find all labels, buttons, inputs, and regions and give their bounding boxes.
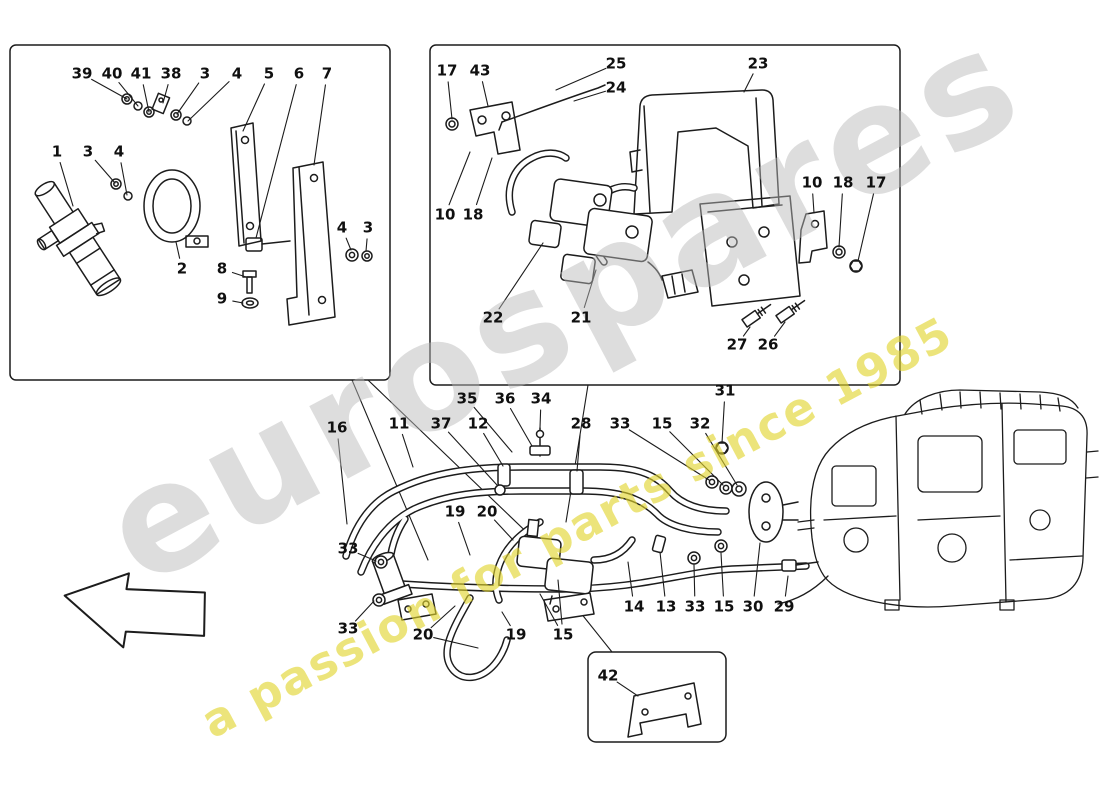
pump-fasteners bbox=[110, 92, 373, 262]
leader-line-15 bbox=[669, 431, 724, 486]
leader-line-34 bbox=[539, 409, 542, 429]
leader-line-3 bbox=[176, 82, 200, 115]
leader-line-19 bbox=[501, 611, 511, 627]
solenoid-valve-assembly bbox=[445, 84, 863, 328]
leader-line-17 bbox=[447, 81, 453, 120]
leader-line-30 bbox=[753, 542, 761, 597]
bracket-42-panel bbox=[587, 651, 727, 743]
leader-line-28 bbox=[576, 434, 581, 472]
leader-line-18 bbox=[475, 157, 493, 206]
leader-line-15 bbox=[539, 593, 559, 626]
leader-line-33 bbox=[357, 552, 377, 562]
leader-line-2 bbox=[175, 241, 181, 259]
leader-line-5 bbox=[242, 83, 265, 132]
rubber-mount bbox=[245, 237, 291, 252]
valve-bodies bbox=[528, 178, 653, 285]
leader-line-16 bbox=[337, 438, 348, 525]
leader-line-4 bbox=[120, 162, 128, 196]
leader-line-33 bbox=[628, 429, 710, 481]
leader-line-39 bbox=[91, 78, 128, 100]
leader-line-43 bbox=[481, 81, 489, 107]
leader-line-3 bbox=[94, 159, 116, 184]
leader-line-29 bbox=[784, 575, 789, 597]
leader-line-11 bbox=[401, 433, 414, 468]
leader-line-37 bbox=[447, 431, 498, 486]
leader-line-15 bbox=[557, 579, 563, 625]
leader-line-10 bbox=[812, 193, 815, 214]
leader-line-32 bbox=[705, 432, 738, 486]
leader-line-35 bbox=[473, 406, 513, 453]
leader-line-20 bbox=[433, 636, 479, 649]
inline-valve-assembly bbox=[516, 518, 595, 622]
leader-line-27 bbox=[742, 326, 751, 337]
water-pump-assembly bbox=[34, 92, 373, 326]
leader-line-31 bbox=[721, 401, 725, 444]
leader-line-12 bbox=[483, 432, 504, 467]
leader-line-18 bbox=[838, 193, 843, 248]
leader-line-40 bbox=[118, 81, 139, 107]
leader-line-20 bbox=[430, 605, 456, 629]
direction-arrow bbox=[63, 572, 206, 649]
leader-line-14 bbox=[627, 561, 634, 597]
leader-line-38 bbox=[162, 84, 169, 104]
leader-line-10 bbox=[448, 151, 471, 206]
leader-line-7 bbox=[313, 84, 326, 166]
leader-line-19 bbox=[458, 521, 471, 556]
leader-line-41 bbox=[142, 84, 150, 113]
leader-line-6 bbox=[255, 84, 297, 239]
leader-line-1 bbox=[59, 161, 74, 207]
leader-line-22 bbox=[498, 242, 544, 310]
leader-lines bbox=[59, 67, 875, 697]
leader-line-33 bbox=[693, 564, 696, 597]
leader-line-33 bbox=[354, 600, 375, 622]
mounting-bracket-right bbox=[699, 195, 801, 307]
leader-line-9 bbox=[232, 300, 244, 304]
leader-line-21 bbox=[583, 269, 597, 309]
leader-line-13 bbox=[659, 551, 666, 597]
leader-line-20 bbox=[493, 519, 514, 541]
valve-panel-frame bbox=[429, 44, 901, 386]
inline-pump-assembly bbox=[371, 551, 437, 621]
leader-line-15 bbox=[720, 552, 724, 597]
retaining-rod bbox=[498, 84, 606, 131]
water-pump-body bbox=[34, 180, 122, 297]
leader-line-23 bbox=[743, 73, 754, 93]
protective-cover bbox=[629, 89, 780, 215]
pump-l-bracket bbox=[286, 161, 336, 326]
leader-line-3 bbox=[365, 238, 368, 252]
leader-line-42 bbox=[616, 681, 639, 697]
side-bracket-hardware bbox=[798, 210, 863, 273]
leader-line-17 bbox=[857, 193, 875, 262]
leader-line-4 bbox=[345, 237, 352, 251]
leader-line-24 bbox=[573, 90, 607, 102]
leader-line-25 bbox=[555, 67, 607, 91]
assembly-reference-lines bbox=[351, 379, 613, 653]
mounting-bolts bbox=[741, 299, 806, 328]
leader-line-8 bbox=[231, 271, 247, 278]
leader-line-4 bbox=[187, 81, 230, 122]
pipe-clamps-and-hardware bbox=[494, 427, 819, 572]
hvac-unit bbox=[777, 389, 1099, 611]
wiring-connector bbox=[647, 261, 699, 299]
leader-line-36 bbox=[509, 407, 533, 447]
leader-line-26 bbox=[773, 321, 786, 337]
pump-clamp bbox=[143, 169, 209, 248]
